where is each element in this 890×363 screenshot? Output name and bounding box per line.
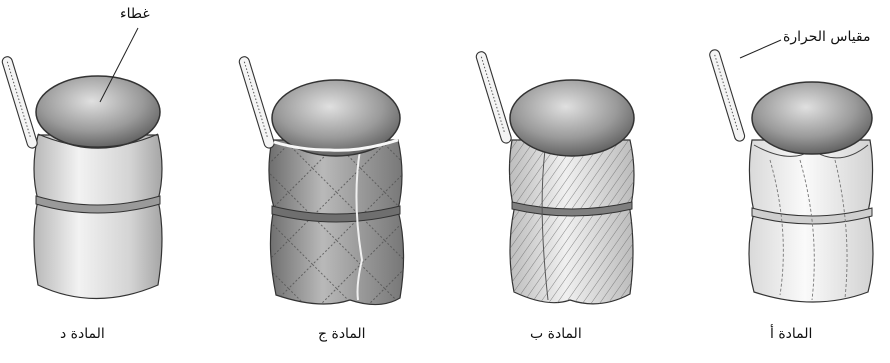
- container-a-lid: [752, 82, 872, 154]
- container-material-c: [238, 56, 403, 305]
- thermometer-d: [1, 56, 38, 150]
- thermometer-leader-line: [740, 40, 781, 58]
- thermometer-a: [708, 49, 745, 143]
- container-b-lid: [510, 80, 634, 156]
- thermometer-c: [238, 56, 275, 150]
- material-b-label: المادة ب: [530, 326, 582, 342]
- container-d-body: [34, 135, 162, 299]
- container-d-lid: [36, 76, 160, 148]
- thermometer-label: مقياس الحرارة: [783, 29, 871, 45]
- container-material-b: [475, 51, 634, 304]
- container-material-d: [1, 56, 162, 299]
- cover-label: غطاء: [120, 6, 150, 22]
- thermometer-b: [475, 51, 512, 145]
- material-c-label: المادة ج: [318, 326, 366, 342]
- material-d-label: المادة د: [60, 326, 105, 342]
- material-a-label: المادة أ: [770, 326, 812, 342]
- container-material-a: [708, 49, 873, 302]
